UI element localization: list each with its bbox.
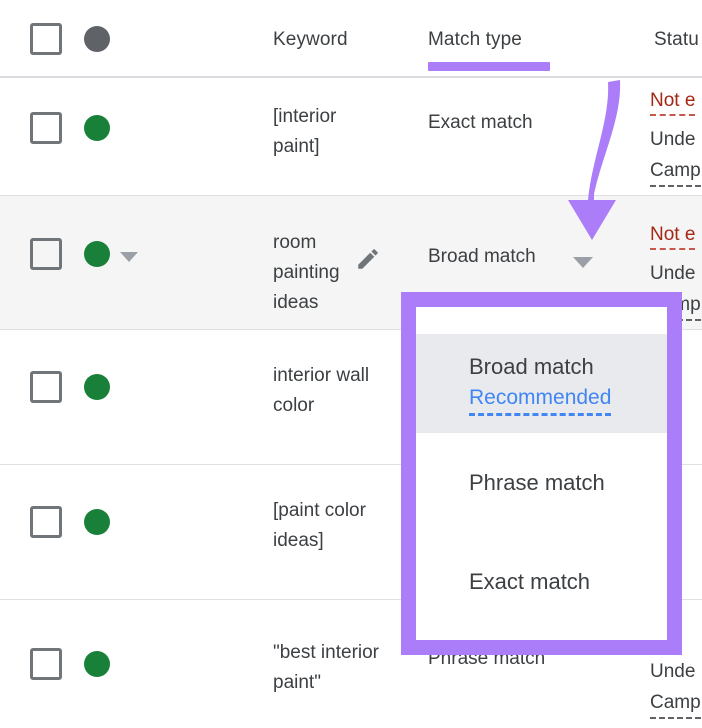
circle-green-icon[interactable] [84,241,110,267]
dropdown-option-phrase-match[interactable]: Phrase match [416,433,667,532]
keyword-text: interior wall color [273,365,370,416]
status-not-eligible: Not e [650,222,696,250]
keyword-text: [paint color ideas] [273,500,366,551]
status-under-review: Unde [650,661,696,682]
chevron-down-icon[interactable] [120,252,138,262]
circle-green-icon[interactable] [84,115,110,141]
status-lines: Not e Unde Camp [650,88,702,191]
row-checkbox[interactable] [30,238,62,270]
dropdown-option-label: Exact match [469,568,591,594]
edit-pencil-icon[interactable] [355,246,381,272]
row-checkbox[interactable] [30,506,62,538]
table-header-row: Keyword Match type Statu [0,0,702,78]
dropdown-top-spacer [416,307,667,334]
match-type-dropdown-menu[interactable]: Broad match Recommended Phrase match Exa… [401,292,682,655]
column-header-status: Statu [654,29,699,50]
status-campaign: Camp [650,157,701,187]
row-checkbox[interactable] [30,648,62,680]
dropdown-option-label: Broad match [469,353,594,379]
dropdown-option-broad-match[interactable]: Broad match Recommended [416,334,667,433]
keyword-text: room painting ideas [273,232,340,313]
keyword-text: "best interior paint" [273,642,380,693]
keyword-text: [interior paint] [273,106,337,157]
status-under-review: Unde [650,129,696,150]
dropdown-option-exact-match[interactable]: Exact match [416,532,667,631]
row-checkbox[interactable] [30,371,62,403]
column-header-match-type: Match type [428,29,522,50]
dropdown-list: Broad match Recommended Phrase match Exa… [416,307,667,640]
column-header-keyword: Keyword [273,29,348,50]
circle-green-icon[interactable] [84,374,110,400]
select-all-checkbox[interactable] [30,23,62,55]
status-under-review: Unde [650,263,696,284]
dropdown-option-label: Phrase match [469,469,605,495]
chevron-down-icon[interactable] [573,257,593,268]
match-type-highlight-bar [428,62,550,71]
status-campaign: Camp [650,689,701,719]
match-type-value: Broad match [428,246,536,267]
status-not-eligible: Not e [650,88,696,116]
match-type-value: Exact match [428,112,533,133]
dropdown-option-recommended-badge[interactable]: Recommended [469,384,612,416]
table-row[interactable]: [interior paint] Exact match Not e Unde … [0,78,702,196]
row-checkbox[interactable] [30,112,62,144]
circle-green-icon[interactable] [84,509,110,535]
circle-gray-icon[interactable] [84,26,110,52]
circle-green-icon[interactable] [84,651,110,677]
